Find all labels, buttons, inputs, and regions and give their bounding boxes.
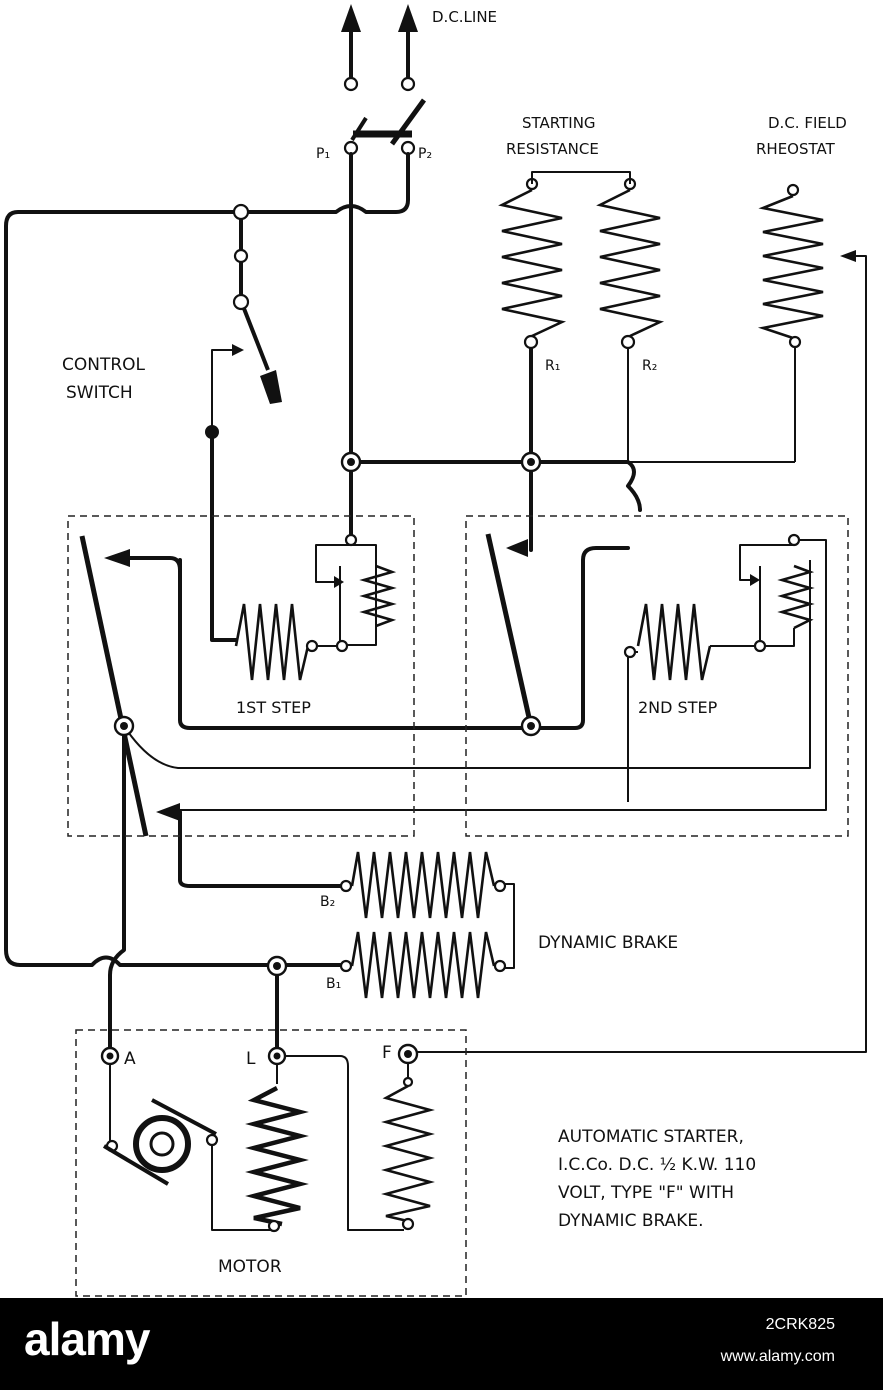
main-switch (343, 98, 427, 156)
starting-resistance-label-2: RESISTANCE (506, 140, 599, 158)
control-switch-label-1: CONTROL (62, 355, 146, 375)
dynamic-brake-label: DYNAMIC BRAKE (538, 933, 678, 953)
second-step-relay (623, 533, 815, 681)
second-step-label: 2ND STEP (638, 698, 718, 717)
dc-line-label: D.C.LINE (432, 8, 497, 26)
terminal-l-label: L (246, 1049, 256, 1069)
field-rheostat-label-2: RHEOSTAT (756, 140, 836, 158)
caption-line-1: AUTOMATIC STARTER, (558, 1127, 744, 1147)
brand-logo: alamy (24, 1313, 150, 1365)
motor-label: MOTOR (218, 1257, 282, 1277)
control-switch (205, 203, 250, 439)
motor-box (75, 1029, 467, 1297)
caption-line-2: I.C.Co. D.C. ½ K.W. 110 (558, 1155, 756, 1175)
motor (100, 1043, 435, 1233)
terminal-a-label: A (124, 1049, 136, 1069)
dynamic-brake (339, 851, 515, 999)
first-step-label: 1ST STEP (236, 698, 311, 717)
thin-wires (123, 250, 867, 1053)
b1-label: B₁ (326, 976, 341, 992)
caption-line-4: DYNAMIC BRAKE. (558, 1211, 704, 1231)
caption-line-3: VOLT, TYPE "F" WITH (558, 1183, 734, 1203)
field-rheostat (757, 183, 824, 349)
site-url: www.alamy.com (720, 1348, 835, 1365)
starting-resistance-label-1: STARTING (522, 114, 596, 132)
r1-label: R₁ (545, 358, 560, 374)
b2-label: B₂ (320, 894, 335, 910)
watermark-footer: alamy 2CRK825 www.alamy.com (0, 1298, 883, 1390)
starting-resistance (498, 171, 665, 350)
second-step-relay-box (465, 515, 849, 837)
junction-terminals (113, 451, 542, 977)
wiring-diagram: D.C.LINE P₁ P₂ (4, 4, 867, 1297)
first-step-relay (234, 533, 397, 681)
image-id: 2CRK825 (765, 1316, 835, 1333)
control-switch-label-2: SWITCH (66, 383, 133, 403)
p1-label: P₁ (316, 146, 330, 162)
terminal-f-label: F (382, 1043, 392, 1063)
r2-label: R₂ (642, 358, 657, 374)
p2-label: P₂ (418, 146, 432, 162)
dc-line-arrows (341, 4, 418, 92)
main-wires (4, 152, 796, 1052)
field-rheostat-label-1: D.C. FIELD (768, 114, 847, 132)
first-step-relay-box (67, 515, 415, 837)
